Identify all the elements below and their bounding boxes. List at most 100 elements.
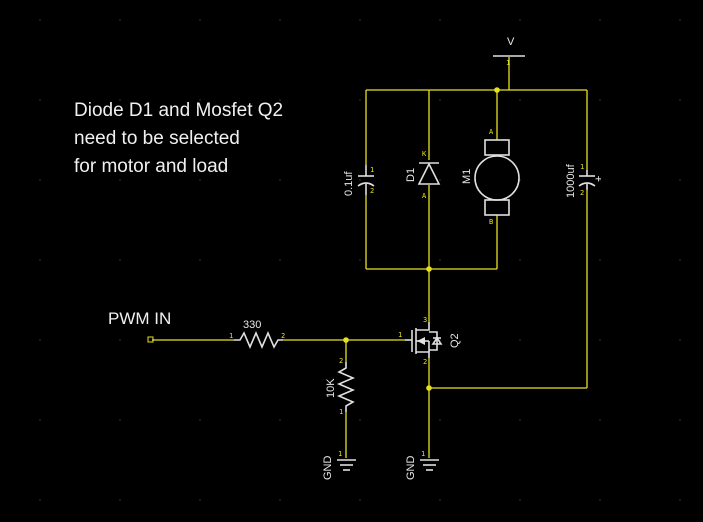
grid-dot (679, 499, 681, 501)
grid-dot (519, 339, 521, 341)
grid-dot (599, 99, 601, 101)
mosfet-pin1: 1 (398, 331, 402, 339)
grid-dot (599, 499, 601, 501)
grid-dot (679, 179, 681, 181)
grid-dot (119, 419, 121, 421)
grid-dot (359, 259, 361, 261)
motor-brush-top (484, 139, 510, 156)
pwm-input: PWM IN (108, 309, 171, 343)
grid-dot (679, 259, 681, 261)
grid-dot (439, 19, 441, 21)
junction-drain-node (426, 266, 432, 272)
grid-dot (599, 19, 601, 21)
resistor-330-pin2: 2 (281, 332, 285, 340)
grid-dot (39, 419, 41, 421)
motor-m1: M1 A B (461, 128, 520, 226)
ground-right: GND 1 (405, 450, 439, 480)
background-dot-grid (39, 19, 681, 501)
grid-dot (199, 99, 201, 101)
resistor-10k-pin2: 2 (339, 357, 343, 365)
capacitor-1000uf: 1000uf + 1 2 (565, 163, 605, 198)
diode-d1: D1 K A (405, 150, 441, 200)
resistor-10k-body (336, 362, 356, 412)
c-small-pin1: 1 (370, 166, 374, 174)
supply-label: V (507, 36, 515, 48)
junction-gate-node (343, 337, 349, 343)
note-line-2: need to be selected (74, 128, 240, 149)
grid-dot (359, 419, 361, 421)
grid-dot (119, 499, 121, 501)
wiring (152, 89, 588, 458)
mosfet-drain-lead (416, 322, 430, 331)
ground-left-pin: 1 (338, 450, 342, 458)
mosfet-body-diode-triangle (431, 336, 443, 345)
grid-dot (599, 419, 601, 421)
grid-dot (199, 19, 201, 21)
resistor-10k-pin1: 1 (339, 408, 343, 416)
resistor-330: 330 1 2 (229, 319, 285, 350)
grid-dot (119, 19, 121, 21)
note-line-3: for motor and load (74, 156, 228, 177)
ground-right-pin: 1 (421, 450, 425, 458)
junction-top-rail (494, 87, 500, 93)
note-line-1: Diode D1 and Mosfet Q2 (74, 100, 283, 121)
grid-dot (439, 179, 441, 181)
motor-body (474, 155, 520, 201)
c-bulk-pin2: 2 (580, 189, 584, 197)
motor-brush-bottom (484, 199, 510, 216)
diode-triangle (417, 162, 441, 185)
mosfet-pin2: 2 (423, 358, 427, 366)
grid-dot (359, 499, 361, 501)
grid-dot (679, 19, 681, 21)
c-bulk-value: 1000uf (565, 163, 577, 198)
c-bulk-pin1: 1 (580, 163, 584, 171)
grid-dot (279, 419, 281, 421)
grid-dot (359, 99, 361, 101)
resistor-330-value: 330 (243, 319, 261, 331)
grid-dot (519, 419, 521, 421)
capacitor-0-1uf: 0.1uf 1 2 (343, 165, 375, 196)
grid-dot (679, 99, 681, 101)
c-small-value: 0.1uf (343, 171, 355, 196)
grid-dot (39, 19, 41, 21)
grid-dot (199, 179, 201, 181)
pwm-in-label: PWM IN (108, 309, 171, 328)
grid-dot (519, 99, 521, 101)
grid-dot (519, 19, 521, 21)
c-small-pin2: 2 (370, 187, 374, 195)
ground-left: GND 1 (322, 450, 356, 480)
supply-symbol: V 1 (493, 36, 525, 90)
diode-ref: D1 (405, 168, 417, 182)
mosfet-pin3: 3 (423, 316, 427, 324)
grid-dot (359, 19, 361, 21)
grid-dot (119, 339, 121, 341)
grid-dot (39, 259, 41, 261)
grid-dot (199, 499, 201, 501)
resistor-10k: 10K 2 1 (325, 357, 356, 416)
resistor-330-pin1: 1 (229, 332, 233, 340)
diode-pin-k: K (422, 150, 427, 158)
grid-dot (679, 339, 681, 341)
resistor-330-body (234, 330, 283, 350)
mosfet-q2: Q2 1 3 2 (398, 316, 461, 366)
grid-dot (199, 259, 201, 261)
grid-dot (439, 259, 441, 261)
diode-pin-a: A (422, 192, 427, 200)
c-bulk-plate-bottom (578, 182, 596, 187)
supply-pin-number: 1 (506, 59, 510, 67)
grid-dot (599, 339, 601, 341)
motor-ref: M1 (461, 169, 473, 184)
c-small-plate-bottom (357, 182, 375, 187)
mosfet-ref: Q2 (449, 333, 461, 348)
grid-dot (39, 499, 41, 501)
grid-dot (599, 179, 601, 181)
grid-dot (439, 99, 441, 101)
grid-dot (679, 419, 681, 421)
grid-dot (199, 419, 201, 421)
design-note: Diode D1 and Mosfet Q2 need to be select… (74, 100, 283, 177)
junctions (343, 87, 500, 391)
motor-pin-b: B (489, 218, 493, 226)
grid-dot (439, 499, 441, 501)
grid-dot (439, 419, 441, 421)
resistor-10k-value: 10K (325, 378, 337, 398)
